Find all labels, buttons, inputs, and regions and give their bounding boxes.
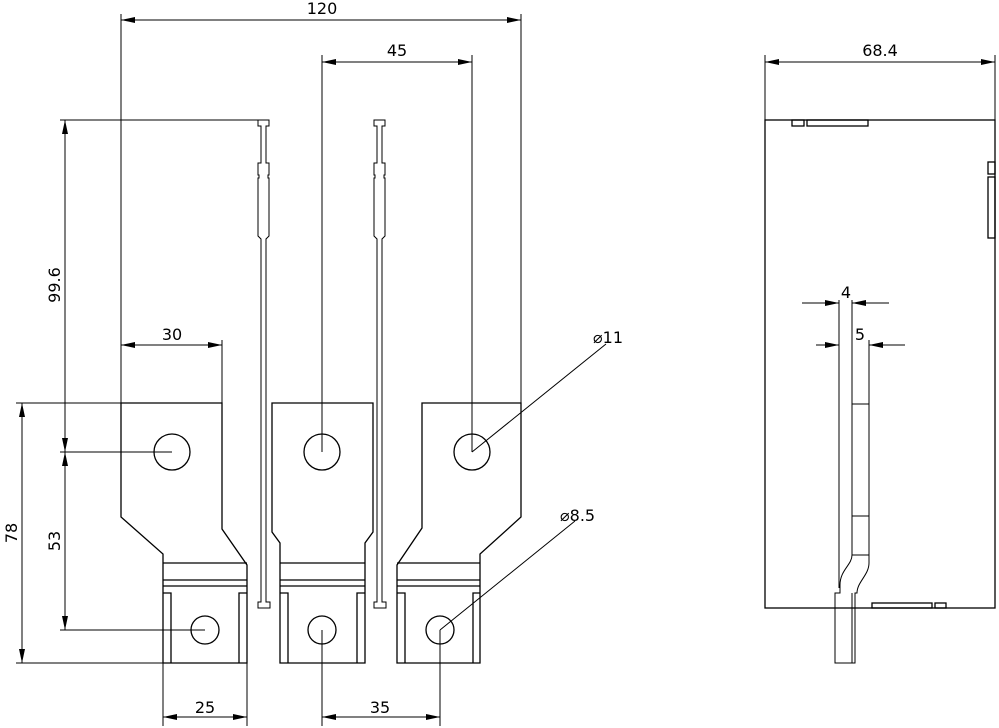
dim-68-4: 68.4 [862, 41, 898, 60]
dim-4: 4 [841, 283, 851, 302]
busbar-right [396, 402, 522, 664]
dim-99-6: 99.6 [45, 267, 64, 303]
housing-outline [764, 119, 996, 609]
dim-dia-11: ⌀11 [593, 328, 623, 347]
aux-terminal-left [257, 119, 271, 609]
aux-terminal-right [373, 119, 387, 609]
dim-45: 45 [387, 41, 407, 60]
dim-30: 30 [162, 325, 182, 344]
dim-25: 25 [195, 698, 215, 717]
busbar-side-profile [834, 300, 870, 664]
dim-78: 78 [2, 523, 21, 543]
side-view: 68.4 4 5 [764, 41, 996, 664]
dim-dia-8-5: ⌀8.5 [560, 506, 595, 525]
side-dimension-lines [764, 55, 996, 348]
busbar-left [120, 402, 248, 664]
dim-120: 120 [307, 0, 338, 18]
front-view: 120 45 30 99.6 53 78 25 35 ⌀11 ⌀8.5 [2, 0, 623, 726]
dim-35: 35 [370, 698, 390, 717]
dim-53: 53 [45, 531, 64, 551]
dim-5: 5 [855, 325, 865, 344]
dimension-lines [16, 14, 607, 726]
